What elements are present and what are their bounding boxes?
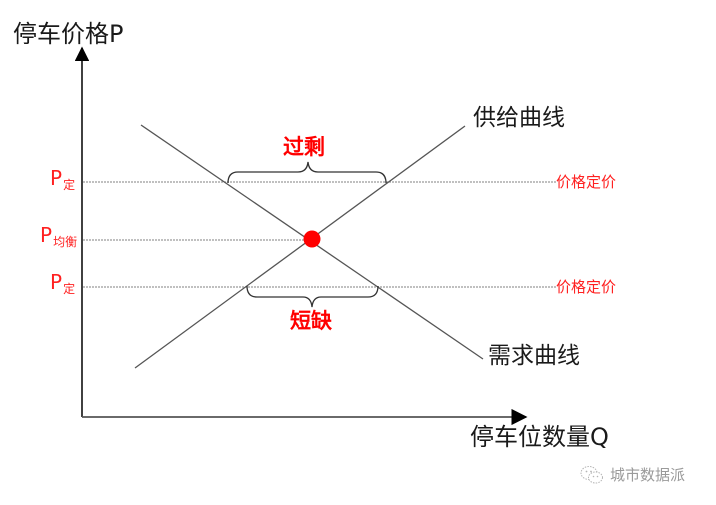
surplus-label: 过剩 xyxy=(283,135,325,159)
wechat-icon xyxy=(580,466,603,484)
price-label-high: P定 xyxy=(50,166,75,191)
y-axis-title: 停车价格P xyxy=(13,20,124,48)
price-label-high-main: P xyxy=(50,166,63,190)
price-label-high-sub: 定 xyxy=(63,178,76,192)
price-label-low: P定 xyxy=(50,270,75,295)
price-tag-low: 价格定价 xyxy=(556,278,617,296)
shortage-brace xyxy=(246,285,379,308)
price-label-equilibrium-sub: 均衡 xyxy=(53,235,78,249)
surplus-brace xyxy=(227,161,387,184)
equilibrium-point xyxy=(303,230,321,248)
shortage-label: 短缺 xyxy=(290,309,332,333)
watermark: 城市数据派 xyxy=(580,465,685,485)
price-label-equilibrium: P均衡 xyxy=(40,223,77,248)
price-label-low-sub: 定 xyxy=(63,282,76,296)
demand-curve-label: 需求曲线 xyxy=(488,343,580,369)
price-label-equilibrium-main: P xyxy=(40,223,53,247)
price-tag-high: 价格定价 xyxy=(556,173,617,191)
supply-curve xyxy=(134,125,466,369)
supply-curve-label: 供给曲线 xyxy=(473,105,565,131)
watermark-text: 城市数据派 xyxy=(610,465,686,484)
price-label-low-main: P xyxy=(50,270,63,294)
x-axis-title: 停车位数量Q xyxy=(470,423,609,451)
